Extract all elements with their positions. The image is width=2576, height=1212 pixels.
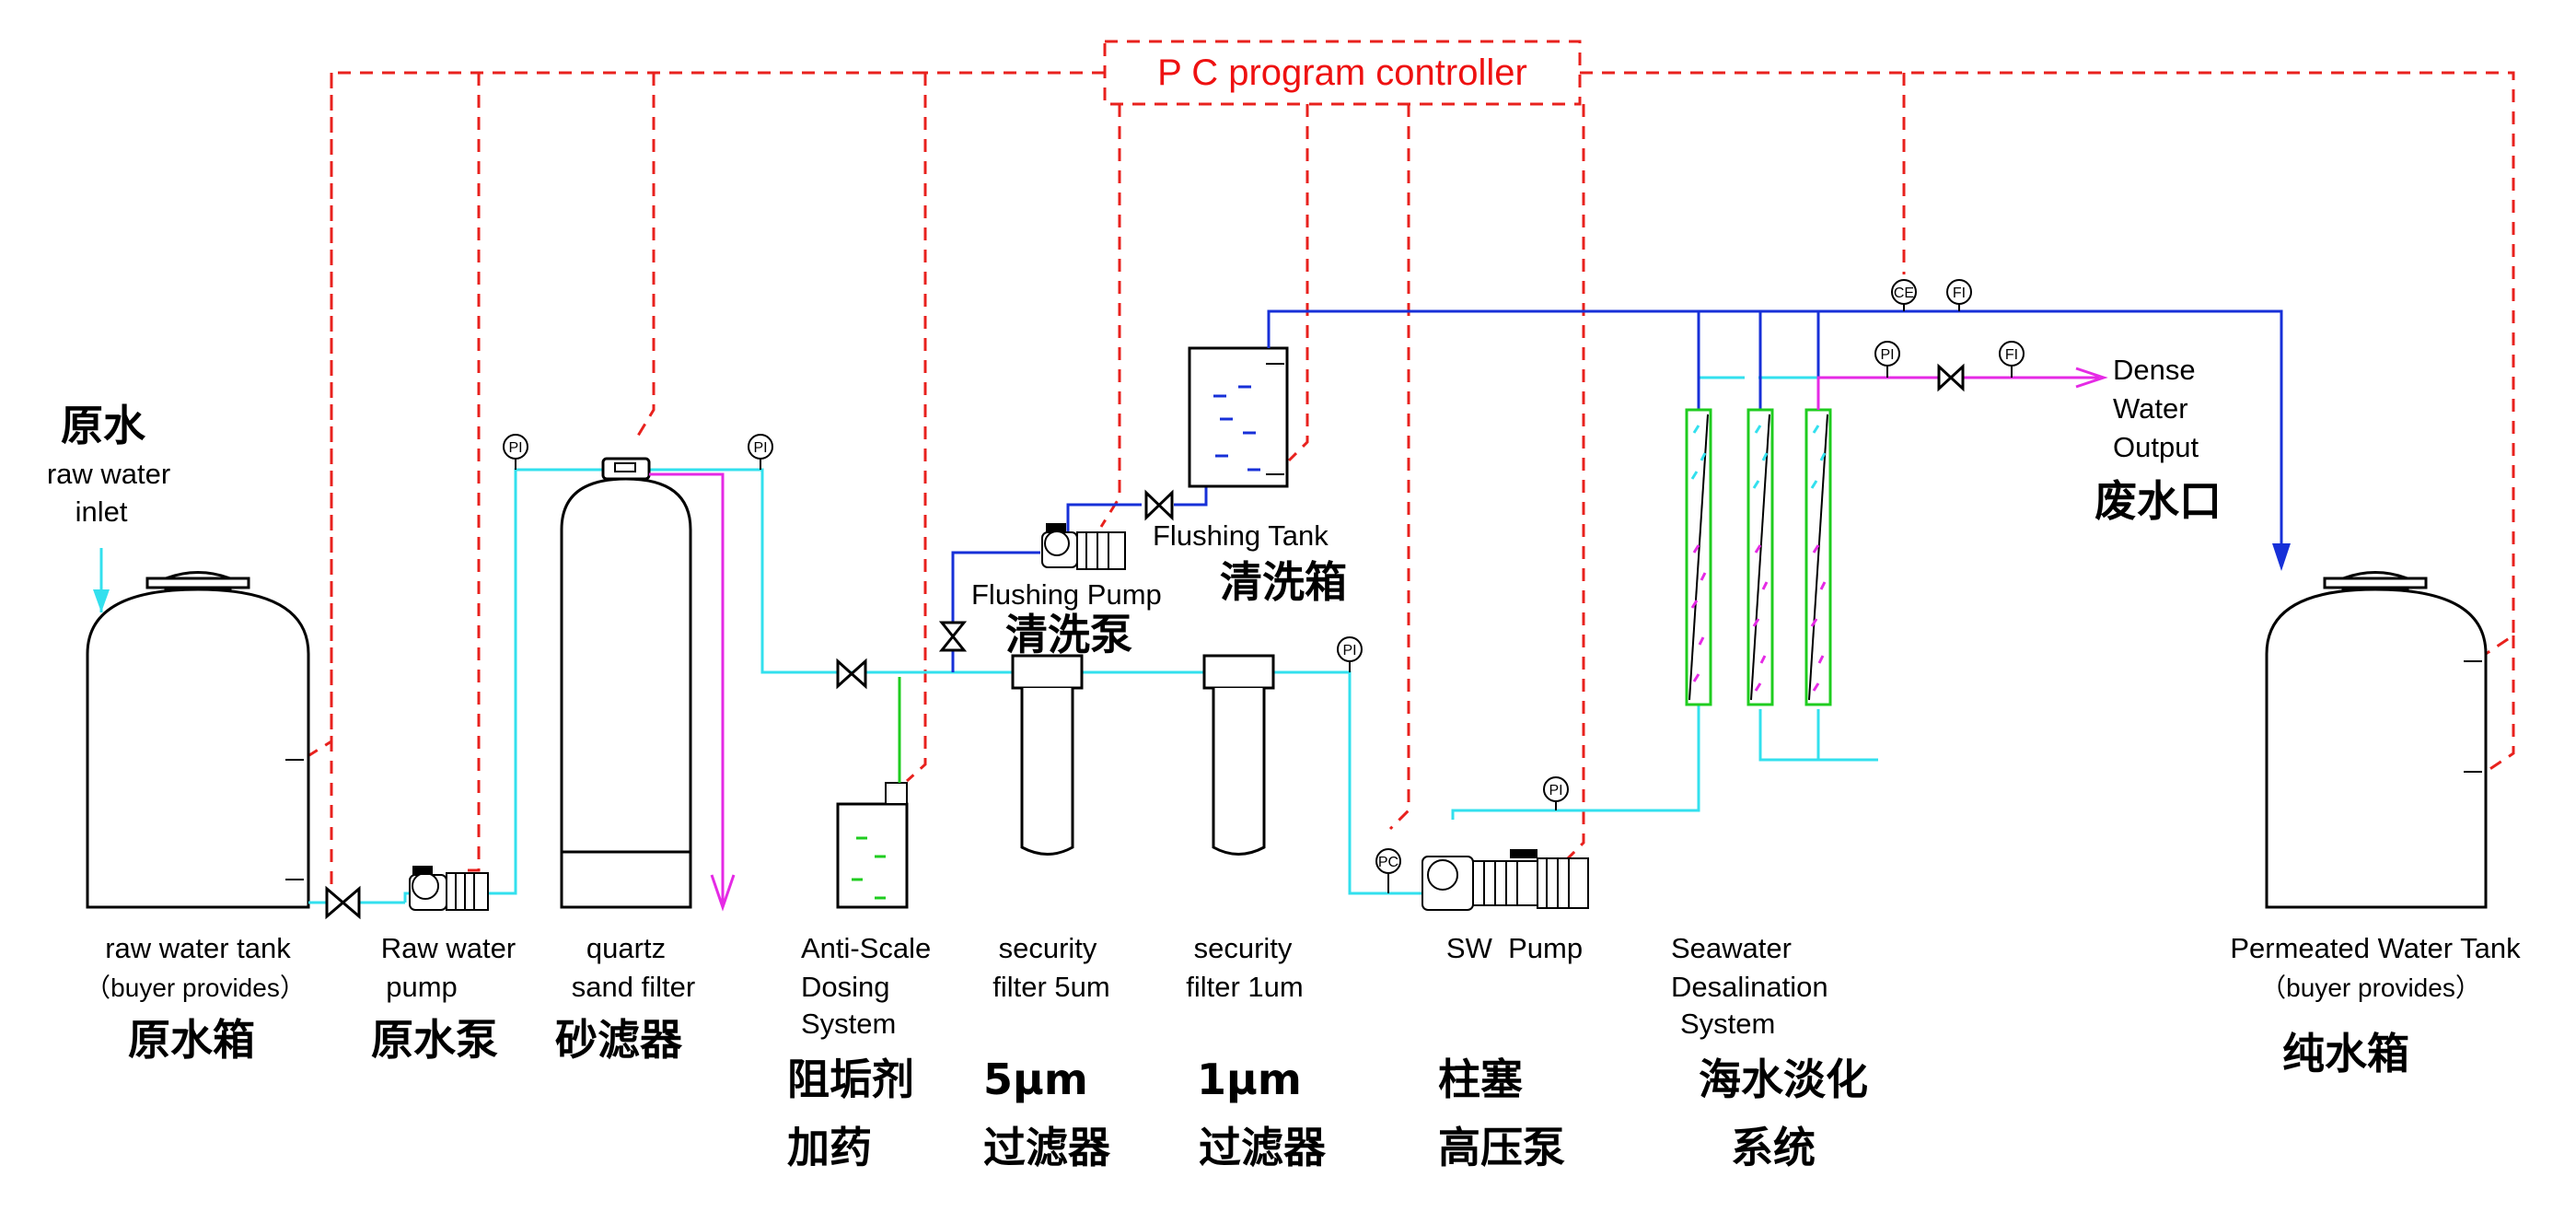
raw-tank-label-zh: 原水箱 xyxy=(128,1015,255,1065)
valve-sand-filter-out xyxy=(836,658,867,690)
filter-5um-label-zh-2: 过滤器 xyxy=(983,1123,1111,1172)
flushing-pump-label-en: Flushing Pump xyxy=(971,578,1162,611)
sw-pump-label-en: SW Pump xyxy=(1446,932,1583,964)
flushing-circuit xyxy=(938,484,1208,672)
filter-5um-label-en-2: filter 5um xyxy=(992,971,1109,1003)
labels: raw water tank （buyer provides） 原水箱 Raw … xyxy=(85,354,2521,1172)
dense-water-piping xyxy=(1816,363,2108,410)
pi-gauge-pump-out: PI xyxy=(503,434,528,470)
fi-flow-concentrate: FI xyxy=(1999,341,2025,378)
control-lines xyxy=(308,71,2515,904)
flushing-tank-label-en: Flushing Tank xyxy=(1153,519,1329,552)
raw-pump-label-en-2: pump xyxy=(386,971,458,1003)
pi-gauge-sand-out: PI xyxy=(748,434,773,470)
anti-scale-dosing xyxy=(836,677,909,909)
sand-filter xyxy=(560,457,736,912)
dosing-label-en-2: Dosing xyxy=(801,971,890,1003)
filter-5um-label-en-1: security xyxy=(999,932,1097,964)
dense-output-label-en-2: Water xyxy=(2113,392,2188,425)
raw-pump-label-en-1: Raw water xyxy=(381,932,516,964)
raw-water-pump xyxy=(409,866,489,911)
sand-filter-label-en-2: sand filter xyxy=(572,971,695,1003)
pc-controller-label: P C program controller xyxy=(1157,52,1527,93)
sand-filter-label-zh: 砂滤器 xyxy=(555,1015,683,1065)
svg-text:PI: PI xyxy=(1549,783,1562,798)
membrane-2 xyxy=(1746,408,1774,706)
desal-label-en-1: Seawater xyxy=(1671,932,1792,964)
inlet-label-en-1: raw water xyxy=(47,458,170,490)
svg-text:CE: CE xyxy=(1894,286,1914,301)
dense-output-label-en-1: Dense xyxy=(2113,354,2196,386)
permeate-arrow-icon xyxy=(2272,543,2291,571)
security-filter-1um xyxy=(1202,654,1275,856)
permeate-tank-label-en: Permeated Water Tank xyxy=(2230,932,2521,964)
svg-text:PI: PI xyxy=(753,440,767,456)
svg-text:PI: PI xyxy=(1342,643,1356,658)
dense-output-label-en-3: Output xyxy=(2113,431,2199,463)
svg-text:PC: PC xyxy=(1378,855,1398,870)
pc-controller: P C program controller xyxy=(1103,40,1582,106)
sw-pump-label-zh-1: 柱塞 xyxy=(1438,1055,1523,1104)
sw-pump-label-zh-2: 高压泵 xyxy=(1438,1123,1565,1172)
dosing-label-en-3: System xyxy=(801,1008,896,1040)
filter-1um-label-zh-2: 过滤器 xyxy=(1199,1123,1327,1172)
filter-5um-label-zh-1: 5μm xyxy=(983,1055,1088,1104)
fi-flow-permeate: FI xyxy=(1946,279,1972,311)
seawater-desalination-system xyxy=(1685,408,1832,706)
filter-1um-label-en-1: security xyxy=(1194,932,1293,964)
pi-gauge-concentrate: PI xyxy=(1874,341,1900,378)
membrane-3 xyxy=(1804,408,1832,706)
desal-label-en-2: Desalination xyxy=(1671,971,1828,1003)
flushing-pump-label-zh: 清洗泵 xyxy=(1005,610,1132,659)
flushing-tank xyxy=(1188,346,1289,488)
raw-water-tank xyxy=(86,571,310,909)
inlet-arrow-icon xyxy=(93,589,110,612)
svg-text:FI: FI xyxy=(2005,347,2018,363)
raw-water-inlet: 原水 raw water inlet xyxy=(47,401,170,612)
dosing-label-en-1: Anti-Scale xyxy=(801,932,931,964)
permeate-tank-label-zh: 纯水箱 xyxy=(2282,1029,2409,1078)
desal-label-zh-1: 海水淡化 xyxy=(1699,1055,1868,1104)
svg-text:PI: PI xyxy=(508,440,522,456)
desal-label-en-3: System xyxy=(1680,1008,1775,1040)
flushing-tank-label-zh: 清洗箱 xyxy=(1220,557,1347,607)
raw-tank-label-en: raw water tank xyxy=(105,932,291,964)
ce-conductivity: CE xyxy=(1891,279,1917,311)
security-filter-5um xyxy=(1011,654,1084,856)
instruments: PI PI PI PC PI CE FI xyxy=(503,279,2025,893)
filter-1um-label-en-2: filter 1um xyxy=(1186,971,1303,1003)
svg-text:PI: PI xyxy=(1880,347,1894,363)
raw-tank-label-note: （buyer provides） xyxy=(85,973,306,1002)
membrane-1 xyxy=(1685,408,1712,706)
svg-text:FI: FI xyxy=(1953,286,1966,301)
desal-label-zh-2: 系统 xyxy=(1731,1123,1816,1172)
dosing-label-zh-2: 加药 xyxy=(787,1123,872,1172)
permeate-tank-label-note: （buyer provides） xyxy=(2260,973,2481,1002)
inlet-label-zh: 原水 xyxy=(61,401,146,450)
permeated-water-tank xyxy=(2265,571,2488,909)
inlet-label-en-2: inlet xyxy=(75,495,128,528)
pc-pressure-control: PC xyxy=(1375,848,1401,893)
dense-output-label-zh: 废水口 xyxy=(2094,476,2222,526)
sand-filter-label-en-1: quartz xyxy=(586,932,666,964)
pi-gauge-1um-out: PI xyxy=(1337,636,1363,672)
raw-pump-label-zh: 原水泵 xyxy=(371,1015,498,1065)
pi-gauge-hp-out: PI xyxy=(1543,776,1569,810)
filter-1um-label-zh-1: 1μm xyxy=(1197,1055,1302,1104)
dosing-label-zh-1: 阻垢剂 xyxy=(787,1055,914,1104)
sw-pump xyxy=(1421,849,1589,911)
valve-raw-pump xyxy=(325,885,361,920)
